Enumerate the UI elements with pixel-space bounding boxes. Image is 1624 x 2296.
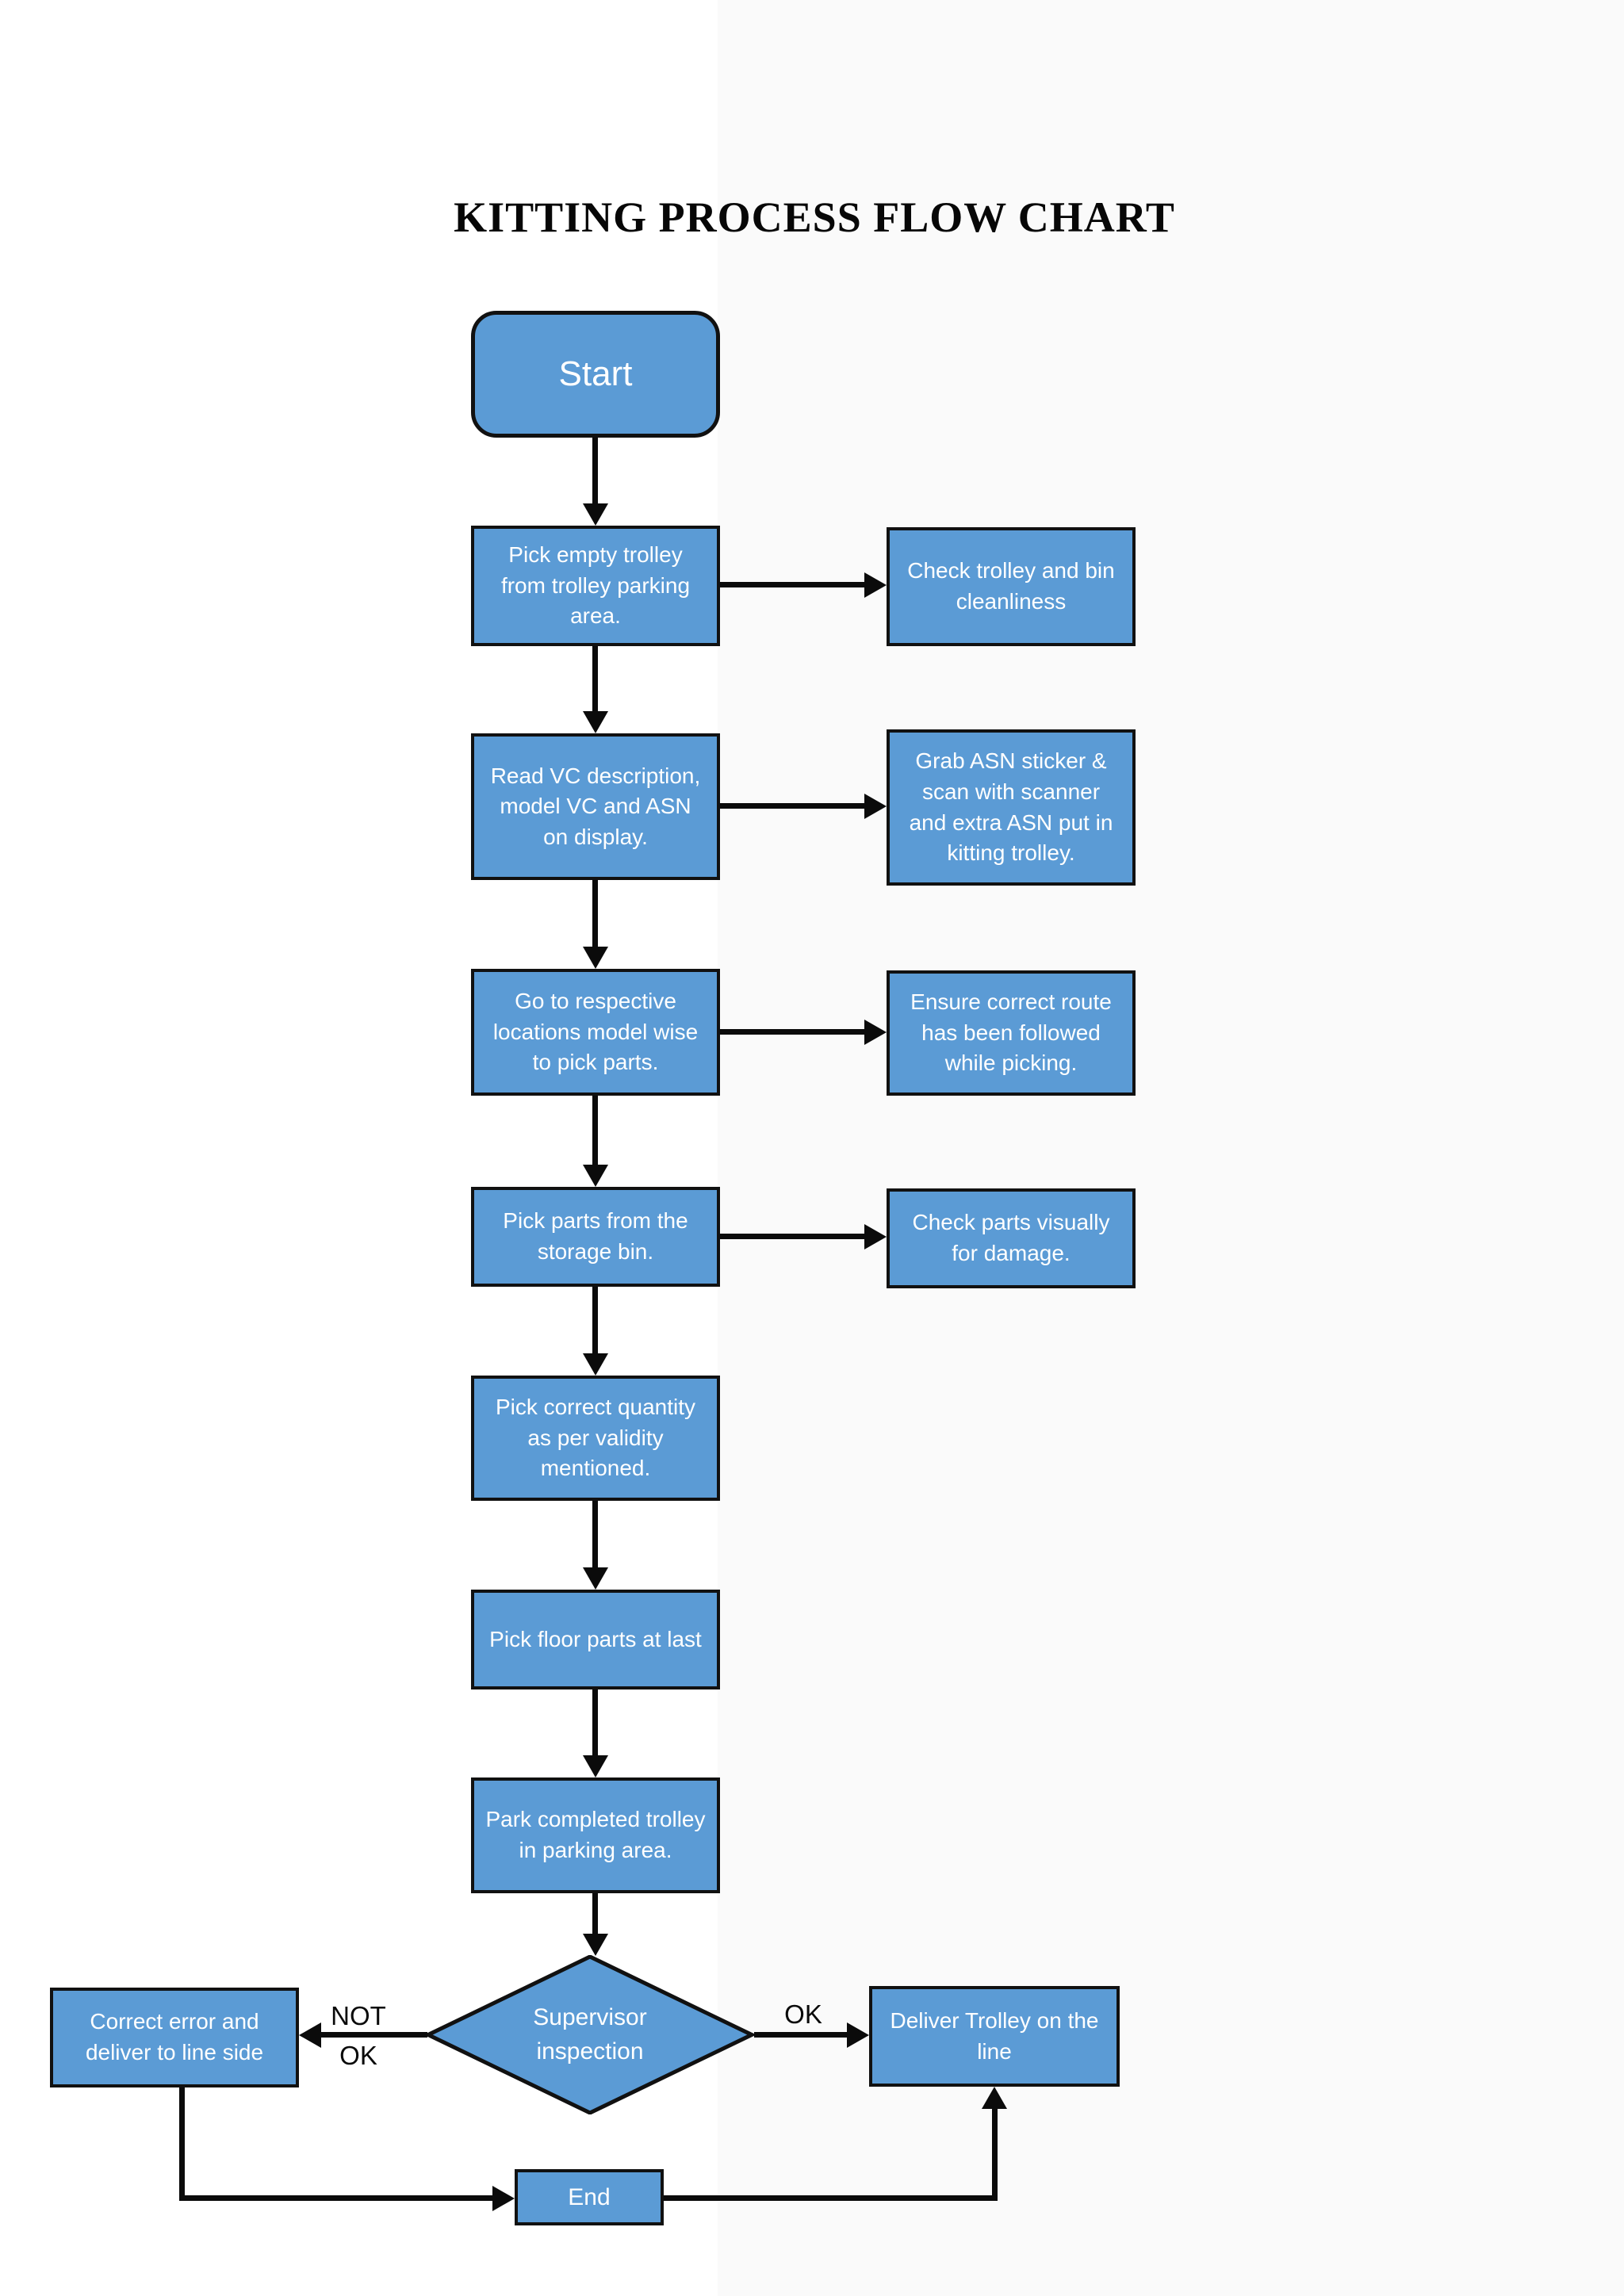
- connector-step6-to-step7-arrowhead: [583, 1755, 608, 1777]
- node-decision-supervisor-inspection: Supervisor inspection: [426, 1955, 754, 2114]
- connector-step1-to-step2-arrowhead: [583, 711, 608, 733]
- page-shade: [718, 0, 1624, 2296]
- node-check-asn-sticker: Grab ASN sticker & scan with scanner and…: [887, 729, 1136, 886]
- connector-step2-to-step3-line: [592, 880, 598, 949]
- connector-step7-to-decision-line: [592, 1893, 598, 1935]
- connector-step1-to-step2-line: [592, 646, 598, 714]
- decision-label: Supervisor inspection: [533, 2003, 647, 2064]
- connector-correcterror-to-end-arrowhead: [492, 2186, 515, 2211]
- connector-end-to-deliver-arrowhead: [982, 2087, 1007, 2109]
- node-step-go-to-locations: Go to respective locations model wise to…: [471, 969, 720, 1096]
- chart-title: KITTING PROCESS FLOW CHART: [454, 193, 1175, 241]
- node-start: Start: [471, 311, 720, 438]
- connector-step6-to-step7-line: [592, 1689, 598, 1758]
- edge-label-ok: OK: [784, 1999, 822, 2029]
- connector-end-up-line: [992, 2107, 998, 2201]
- node-check-damage: Check parts visually for damage.: [887, 1188, 1136, 1288]
- connector-step4-to-check4-arrowhead: [864, 1224, 887, 1249]
- node-check-cleanliness: Check trolley and bin cleanliness: [887, 527, 1136, 646]
- node-step-pick-floor-parts: Pick floor parts at last: [471, 1590, 720, 1689]
- edge-label-not-ok: OK: [339, 2041, 377, 2070]
- node-step-pick-correct-quantity: Pick correct quantity as per validity me…: [471, 1376, 720, 1501]
- connector-end-right-line: [664, 2195, 998, 2201]
- connector-step2-to-check2-line: [720, 803, 867, 809]
- connector-start-to-step1-arrowhead: [583, 503, 608, 526]
- node-step-pick-parts: Pick parts from the storage bin.: [471, 1187, 720, 1287]
- connector-start-to-step1-line: [592, 438, 598, 506]
- node-step-park-trolley: Park completed trolley in parking area.: [471, 1777, 720, 1893]
- node-step-read-vc: Read VC description, model VC and ASN on…: [471, 733, 720, 880]
- decision-diamond-shape: [426, 1955, 754, 2114]
- node-correct-error: Correct error and deliver to line side: [50, 1988, 299, 2087]
- connector-decision-ok-arrowhead: [847, 2022, 869, 2048]
- connector-step2-to-check2-arrowhead: [864, 794, 887, 819]
- connector-correcterror-down-line: [179, 2087, 185, 2201]
- connector-decision-notok-arrowhead: [299, 2022, 321, 2048]
- connector-step1-to-check1-arrowhead: [864, 572, 887, 598]
- connector-step4-to-step5-line: [592, 1287, 598, 1356]
- connector-step4-to-step5-arrowhead: [583, 1353, 608, 1376]
- connector-step2-to-step3-arrowhead: [583, 947, 608, 969]
- connector-step5-to-step6-line: [592, 1501, 598, 1570]
- connector-step3-to-check3-line: [720, 1029, 867, 1035]
- node-step-pick-empty-trolley: Pick empty trolley from trolley parking …: [471, 526, 720, 646]
- connector-step3-to-check3-arrowhead: [864, 1020, 887, 1045]
- connector-step4-to-check4-line: [720, 1234, 867, 1239]
- connector-decision-notok-line: [319, 2032, 427, 2038]
- connector-step3-to-step4-arrowhead: [583, 1165, 608, 1187]
- connector-step3-to-step4-line: [592, 1096, 598, 1167]
- edge-label-not: NOT: [331, 2001, 386, 2030]
- connector-step5-to-step6-arrowhead: [583, 1567, 608, 1590]
- connector-step7-to-decision-arrowhead: [583, 1934, 608, 1956]
- connector-decision-ok-line: [754, 2032, 849, 2038]
- node-end: End: [515, 2169, 664, 2225]
- node-deliver-trolley: Deliver Trolley on the line: [869, 1986, 1120, 2087]
- connector-step1-to-check1-line: [720, 582, 867, 587]
- node-check-route: Ensure correct route has been followed w…: [887, 970, 1136, 1096]
- connector-correcterror-to-end-line: [179, 2195, 495, 2201]
